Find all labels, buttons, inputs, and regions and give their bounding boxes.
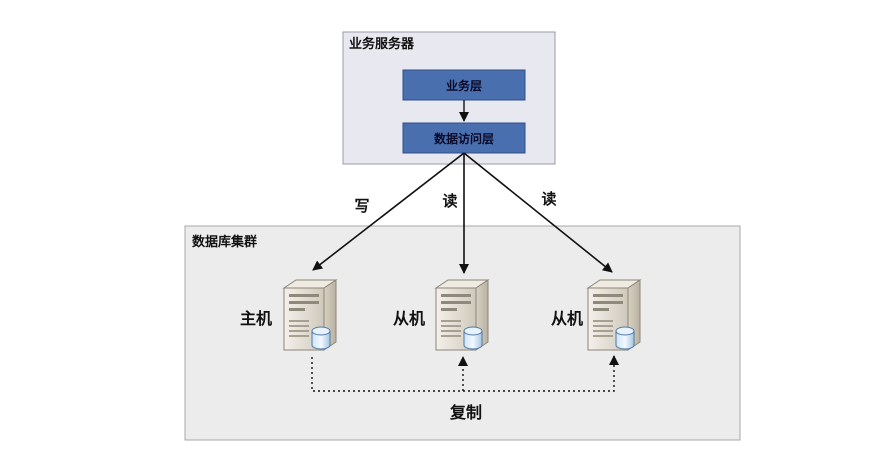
db-cluster-title: 数据库集群	[192, 234, 257, 250]
data-access-layer-label: 数据访问层	[434, 131, 494, 146]
business-layer-box	[402, 69, 526, 101]
slave2-db-icon	[615, 326, 635, 350]
read-arrow-2	[463, 152, 613, 273]
replication-label: 复制	[449, 403, 482, 422]
slave2-label: 从机	[551, 309, 583, 328]
write-label: 写	[354, 197, 369, 215]
slave1-label: 从机	[393, 309, 425, 328]
read-label-1: 读	[442, 192, 457, 210]
master-db-icon	[311, 326, 331, 350]
slave1-db-icon	[463, 326, 483, 350]
read-label-2: 读	[541, 190, 556, 208]
write-arrow	[312, 152, 465, 271]
master-label: 主机	[240, 309, 272, 328]
business-layer-label: 业务层	[446, 78, 482, 93]
app-server-title: 业务服务器	[349, 36, 415, 52]
